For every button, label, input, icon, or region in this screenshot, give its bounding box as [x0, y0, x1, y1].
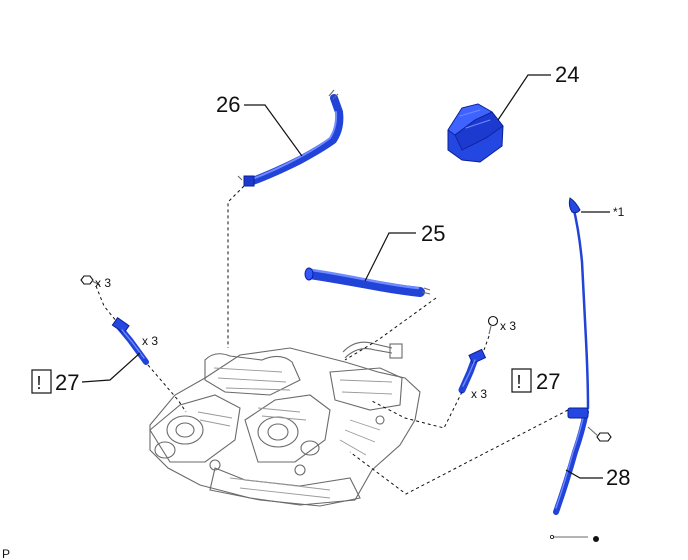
leader-lines — [81, 74, 610, 479]
right-ignition-coil — [458, 348, 487, 394]
part-25-hose — [304, 267, 431, 297]
engine-assembly — [149, 341, 421, 507]
bottom-pin — [550, 535, 599, 542]
right-bolt — [487, 315, 499, 335]
corner-mark: P — [2, 547, 10, 560]
assembly-lines — [95, 185, 569, 495]
callout-28: 28 — [606, 465, 630, 490]
caution-box-left: ! — [31, 369, 52, 394]
part-26-hose — [237, 89, 344, 187]
left-bolt — [80, 275, 101, 286]
qty-left-bolt: x 3 — [95, 276, 111, 290]
part-28-dipstick — [553, 197, 590, 515]
qty-left-coil: x 3 — [142, 334, 158, 348]
callout-27-left: 27 — [55, 370, 79, 395]
left-ignition-coil — [111, 317, 149, 365]
callout-25: 25 — [421, 221, 445, 246]
part-24-cover — [447, 103, 504, 163]
qty-right-bolt: x 3 — [500, 319, 516, 333]
callout-27-right: 27 — [536, 369, 560, 394]
caution-symbol: ! — [517, 372, 522, 392]
caution-box-right: ! — [511, 368, 532, 393]
note-star-1: *1 — [613, 205, 625, 219]
qty-right-coil: x 3 — [471, 387, 487, 401]
dipstick-bolt — [587, 426, 612, 442]
callout-24: 24 — [555, 62, 579, 87]
callout-26: 26 — [216, 92, 240, 117]
caution-symbol: ! — [37, 373, 42, 393]
